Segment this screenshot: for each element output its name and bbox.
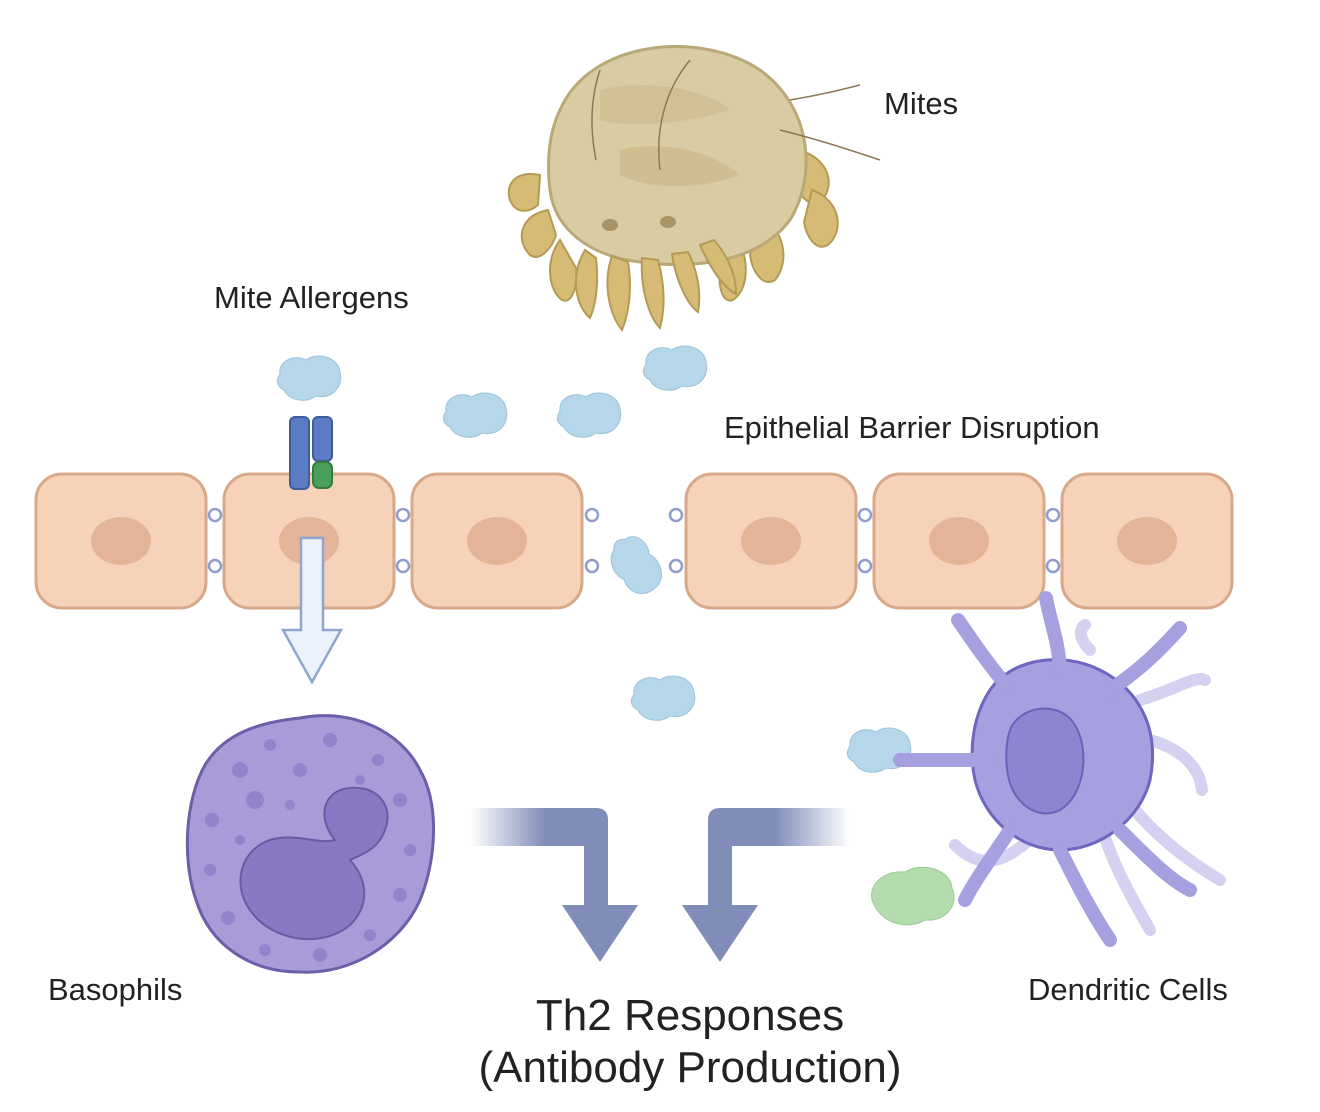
epithelial-barrier-label: Epithelial Barrier Disruption [724, 410, 1100, 445]
allergen-icon [276, 355, 342, 401]
basophils-label: Basophils [48, 972, 183, 1007]
allergen-icon [442, 392, 508, 438]
flow-arrow-icon [470, 808, 638, 962]
th2-responses-label: Th2 Responses (Antibody Production) [410, 990, 970, 1094]
epithelial-layer [34, 472, 1234, 610]
mite-allergens-label: Mite Allergens [214, 280, 409, 315]
dendritic-cells-label: Dendritic Cells [1028, 972, 1228, 1007]
flow-arrow-icon [682, 808, 850, 962]
dendritic-cell-icon [893, 591, 1226, 947]
receptor-icon [289, 416, 333, 490]
signal-arrow-icon [280, 536, 344, 685]
allergen-icon [601, 528, 670, 603]
th2-title: Th2 Responses [535, 991, 845, 1040]
basophil-icon [185, 714, 435, 974]
allergen-icon [556, 392, 622, 438]
antibody-production-subtitle: (Antibody Production) [478, 1043, 902, 1092]
mite-icon [507, 45, 881, 332]
mites-label: Mites [884, 86, 959, 121]
allergen-icon [642, 345, 708, 391]
allergen-icon [630, 675, 696, 721]
green-allergen-icon [871, 866, 955, 926]
